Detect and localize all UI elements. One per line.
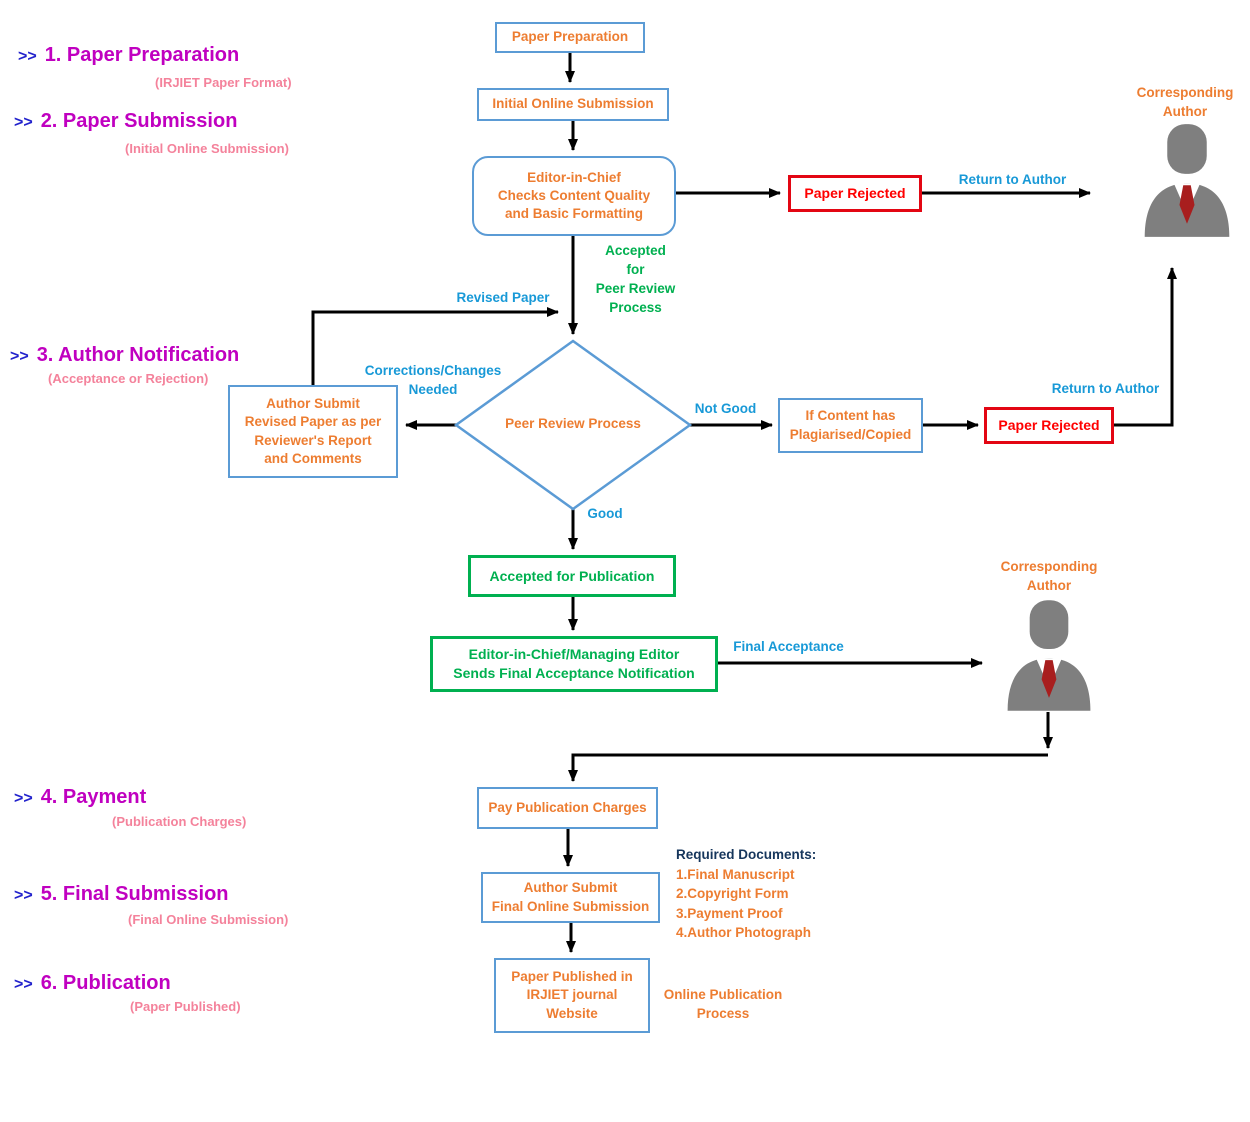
step-5-heading: >> 5. Final Submission bbox=[14, 883, 229, 906]
author-revised-box: Author Submit Revised Paper as per Revie… bbox=[228, 385, 398, 478]
online-publication-label: Online Publication Process bbox=[663, 987, 783, 1021]
required-document-item: 4.Author Photograph bbox=[676, 925, 811, 941]
corresponding-author-label-2: Corresponding Author bbox=[1000, 559, 1098, 593]
step-6-title: 6. Publication bbox=[40, 972, 171, 994]
chevron-icon: >> bbox=[14, 114, 33, 131]
final-acceptance-notification-box: Editor-in-Chief/Managing Editor Sends Fi… bbox=[430, 636, 718, 692]
return-to-author-label-2: Return to Author bbox=[1051, 381, 1160, 396]
required-document-item: 3.Payment Proof bbox=[676, 905, 783, 921]
initial-submission-box: Initial Online Submission bbox=[477, 88, 669, 121]
final-acceptance-label: Final Acceptance bbox=[733, 639, 844, 654]
good-label: Good bbox=[587, 506, 623, 521]
chevron-icon: >> bbox=[18, 48, 37, 65]
corresponding-author-label-1: Corresponding Author bbox=[1136, 85, 1234, 119]
return-to-author-label-1: Return to Author bbox=[958, 172, 1067, 187]
accepted-publication-box: Accepted for Publication bbox=[468, 555, 676, 597]
tie bbox=[1041, 660, 1057, 698]
editor-check-box: Editor-in-Chief Checks Content Quality a… bbox=[472, 156, 676, 236]
step-3-title: 3. Author Notification bbox=[36, 344, 240, 366]
person-icon bbox=[1144, 124, 1230, 237]
arrow-revised-paper-return bbox=[311, 307, 559, 385]
peer-review-diamond bbox=[453, 339, 693, 511]
arrow-rejected2-to-author bbox=[1114, 267, 1177, 427]
author-final-submission-box: Author Submit Final Online Submission bbox=[481, 872, 660, 923]
step-5-title: 5. Final Submission bbox=[40, 883, 229, 905]
step-6-subtitle: (Paper Published) bbox=[130, 999, 241, 1014]
step-4-subtitle: (Publication Charges) bbox=[112, 814, 247, 829]
step-3-subtitle: (Acceptance or Rejection) bbox=[48, 371, 209, 386]
paper-rejected-box-2: Paper Rejected bbox=[984, 407, 1114, 444]
required-documents-title: Required Documents: bbox=[676, 847, 817, 862]
paper-published-box: Paper Published in IRJIET journal Websit… bbox=[494, 958, 650, 1033]
step-2-heading: >> 2. Paper Submission bbox=[14, 110, 237, 133]
step-3-heading: >> 3. Author Notification bbox=[10, 344, 239, 367]
chevron-icon: >> bbox=[14, 790, 33, 807]
step-2-subtitle: (Initial Online Submission) bbox=[125, 141, 289, 156]
required-document-item: 2.Copyright Form bbox=[676, 886, 789, 902]
chevron-icon: >> bbox=[10, 348, 29, 365]
step-1-title: 1. Paper Preparation bbox=[44, 44, 240, 66]
accepted-for-peer-review-label: Accepted for Peer Review Process bbox=[595, 243, 676, 315]
revised-paper-label: Revised Paper bbox=[456, 290, 550, 305]
plagiarised-check-box: If Content has Plagiarised/Copied bbox=[778, 398, 923, 453]
required-document-item: 1.Final Manuscript bbox=[676, 866, 795, 882]
step-5-subtitle: (Final Online Submission) bbox=[128, 912, 289, 927]
corresponding-author-figure-1 bbox=[1140, 124, 1234, 242]
tie bbox=[1179, 185, 1195, 224]
pay-publication-charges-box: Pay Publication Charges bbox=[477, 787, 658, 829]
chevron-icon: >> bbox=[14, 976, 33, 993]
step-4-title: 4. Payment bbox=[40, 786, 147, 808]
chevron-icon: >> bbox=[14, 887, 33, 904]
corrections-needed-label: Corrections/Changes Needed bbox=[364, 363, 502, 397]
step-1-subtitle: (IRJIET Paper Format) bbox=[155, 75, 292, 90]
step-2-title: 2. Paper Submission bbox=[40, 110, 238, 132]
arrow-author-to-pay bbox=[568, 753, 1048, 782]
peer-review-diamond-label: Peer Review Process bbox=[505, 416, 641, 431]
person-icon bbox=[1007, 600, 1091, 711]
step-6-heading: >> 6. Publication bbox=[14, 972, 171, 995]
paper-rejected-box-1: Paper Rejected bbox=[788, 175, 922, 212]
paper-preparation-box: Paper Preparation bbox=[495, 22, 645, 53]
not-good-label: Not Good bbox=[694, 401, 757, 416]
step-4-heading: >> 4. Payment bbox=[14, 786, 146, 809]
required-documents-block: Required Documents: 1.Final Manuscript 2… bbox=[676, 845, 856, 943]
step-1-heading: >> 1. Paper Preparation bbox=[18, 44, 239, 67]
corresponding-author-figure-2 bbox=[1003, 600, 1095, 716]
